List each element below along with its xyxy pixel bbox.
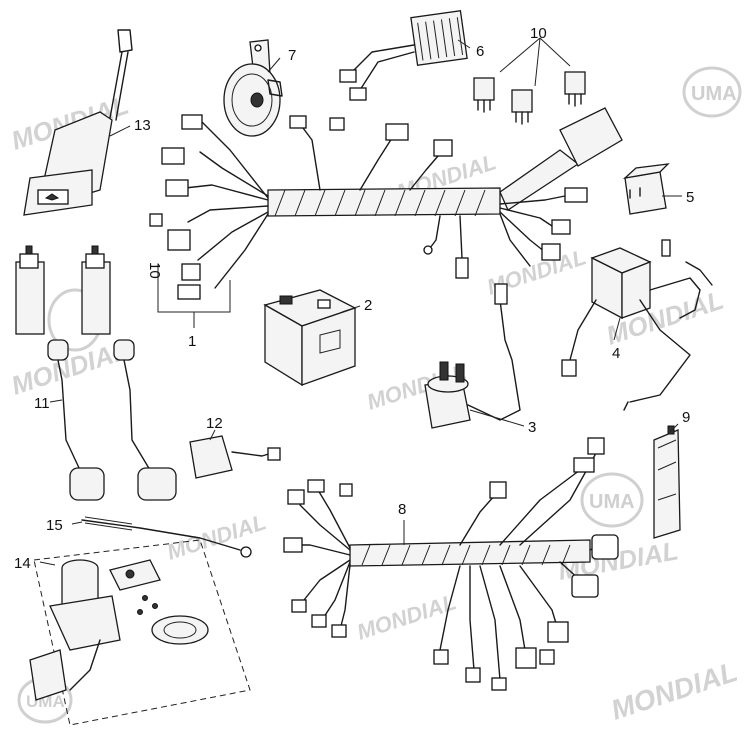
watermark-mondial: MONDIAL: [607, 656, 741, 726]
svg-text:UMA: UMA: [691, 83, 737, 105]
cable-part: [81, 516, 252, 558]
part-number-4: 4: [612, 345, 620, 362]
part-number-8: 8: [398, 501, 406, 518]
battery-part: [263, 289, 357, 387]
lock-set-part: [29, 539, 251, 726]
part-number-2: 2: [364, 297, 372, 314]
part-number-7: 7: [288, 47, 296, 64]
leader-lines: [39, 39, 682, 566]
part-number-5: 5: [686, 189, 694, 206]
part-number-9: 9: [682, 409, 690, 426]
relays-part: [473, 37, 586, 125]
part-number-6: 6: [476, 43, 484, 60]
svg-text:UMA: UMA: [589, 491, 635, 513]
watermark-mondial: MONDIAL: [164, 509, 269, 564]
horn-part: [223, 39, 283, 137]
part-labels: 7 6 10 13 5 10 2 1 4 11 9 3 12 8 15 14: [14, 25, 694, 572]
part-number-14: 14: [14, 555, 31, 572]
second-harness-part: [283, 437, 619, 691]
part-number-12: 12: [206, 415, 223, 432]
fuse-box-part: [561, 239, 713, 411]
uma-logo: UMA: [580, 472, 644, 528]
main-harness-part: [149, 107, 623, 328]
part-number-13: 13: [134, 117, 151, 134]
part-number-10-small: 10: [146, 262, 163, 279]
voltage-regulator-small-part: [189, 435, 281, 479]
part-number-1: 1: [188, 333, 196, 350]
starter-relay-part: [424, 283, 521, 429]
flasher-part: [622, 163, 670, 215]
ecu-part: [653, 425, 681, 539]
usb-charger-part: [23, 29, 133, 216]
part-number-11: 11: [34, 395, 50, 412]
ignition-coils-part: [15, 245, 177, 501]
part-number-15: 15: [46, 517, 63, 534]
part-number-10: 10: [530, 25, 547, 42]
uma-logo: UMA: [682, 66, 742, 118]
part-number-3: 3: [528, 419, 536, 436]
regulator-part: [339, 10, 468, 101]
